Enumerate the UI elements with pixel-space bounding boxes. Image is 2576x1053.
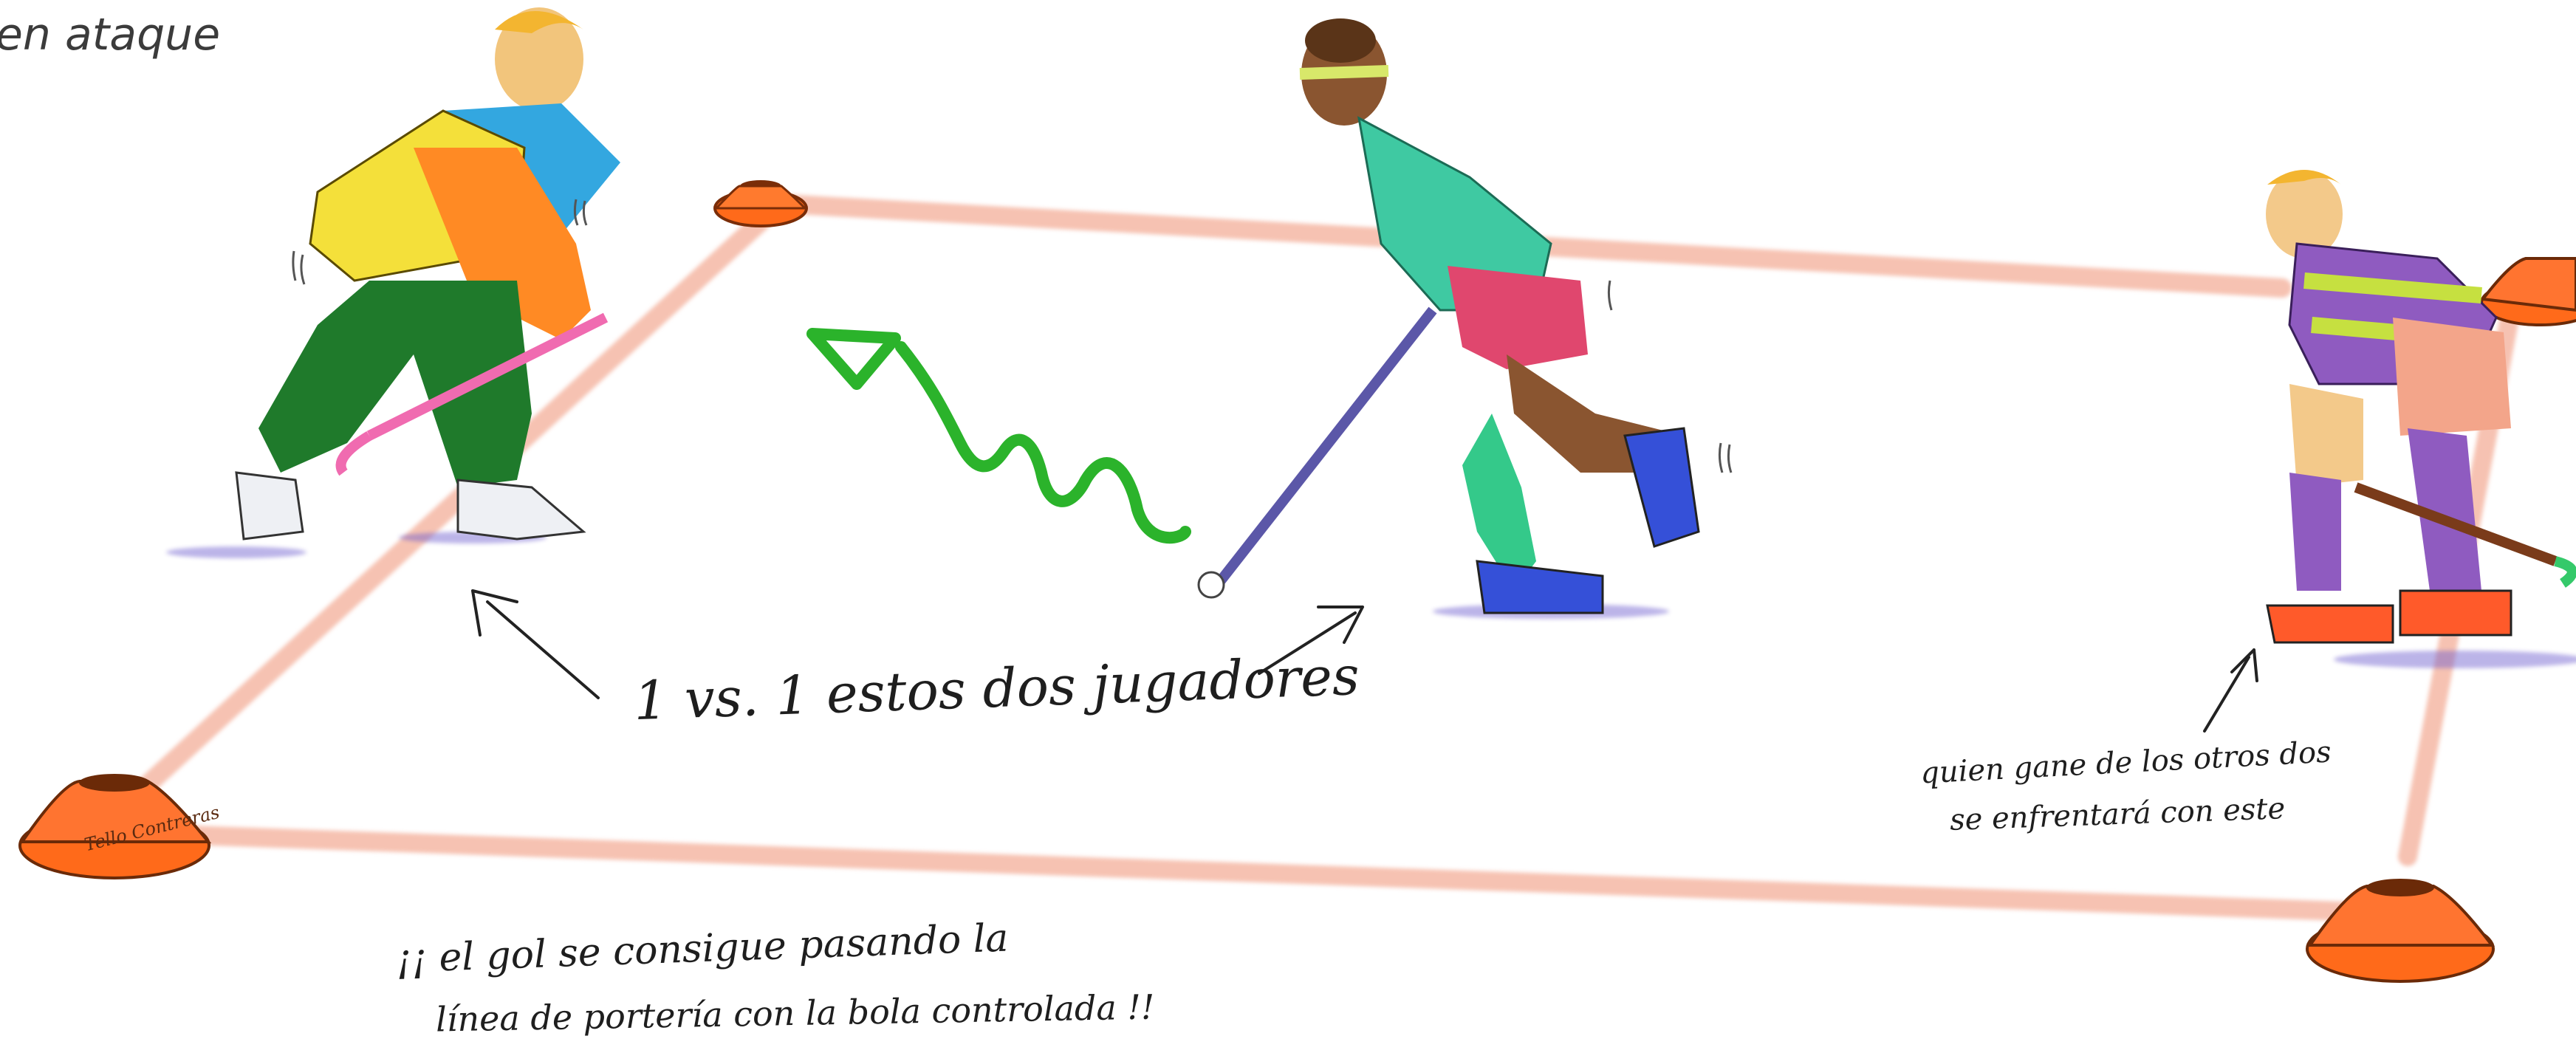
cone-top-left: [713, 180, 808, 227]
arrow-to-middle-player: [1258, 611, 1357, 675]
motion-marks: [292, 199, 1733, 473]
arrow-to-left-player: [486, 600, 600, 699]
arrow-to-right-player: [2203, 656, 2250, 733]
field-line-left: [116, 212, 770, 814]
dribble-triangle-icon: [806, 328, 901, 390]
dribble-line: [895, 341, 1191, 544]
cone-bottom-left: [18, 774, 212, 879]
player-middle: [1197, 18, 1700, 614]
field-line-bottom: [160, 825, 2373, 922]
player-shadows: [166, 532, 2576, 668]
dribble-path: [806, 328, 1191, 544]
annotation-arrows: [471, 589, 2258, 733]
cone-bottom-right: [2306, 879, 2496, 983]
cone-top-right: [2480, 257, 2576, 326]
player-left: [235, 7, 620, 541]
drill-title: en ataque: [0, 9, 221, 61]
player-right: [2266, 170, 2576, 644]
